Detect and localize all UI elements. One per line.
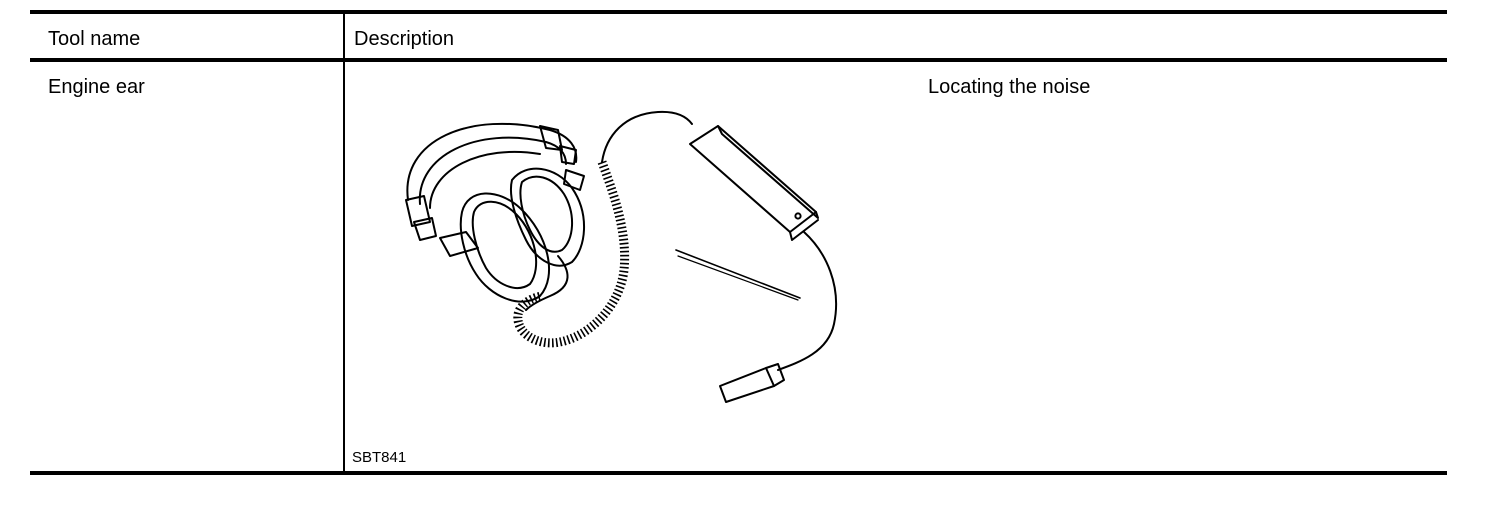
table-top-rule <box>30 10 1447 14</box>
table-header-rule <box>30 58 1447 62</box>
engine-ear-stethoscope-icon <box>405 110 838 403</box>
column-divider <box>343 12 345 473</box>
cell-description: Locating the noise <box>928 76 1091 98</box>
table-bottom-rule <box>30 471 1447 475</box>
header-tool-name: Tool name <box>48 28 141 50</box>
header-description: Description <box>354 28 455 50</box>
cell-tool-name: Engine ear <box>48 76 145 98</box>
figure-code: SBT841 <box>352 449 407 466</box>
